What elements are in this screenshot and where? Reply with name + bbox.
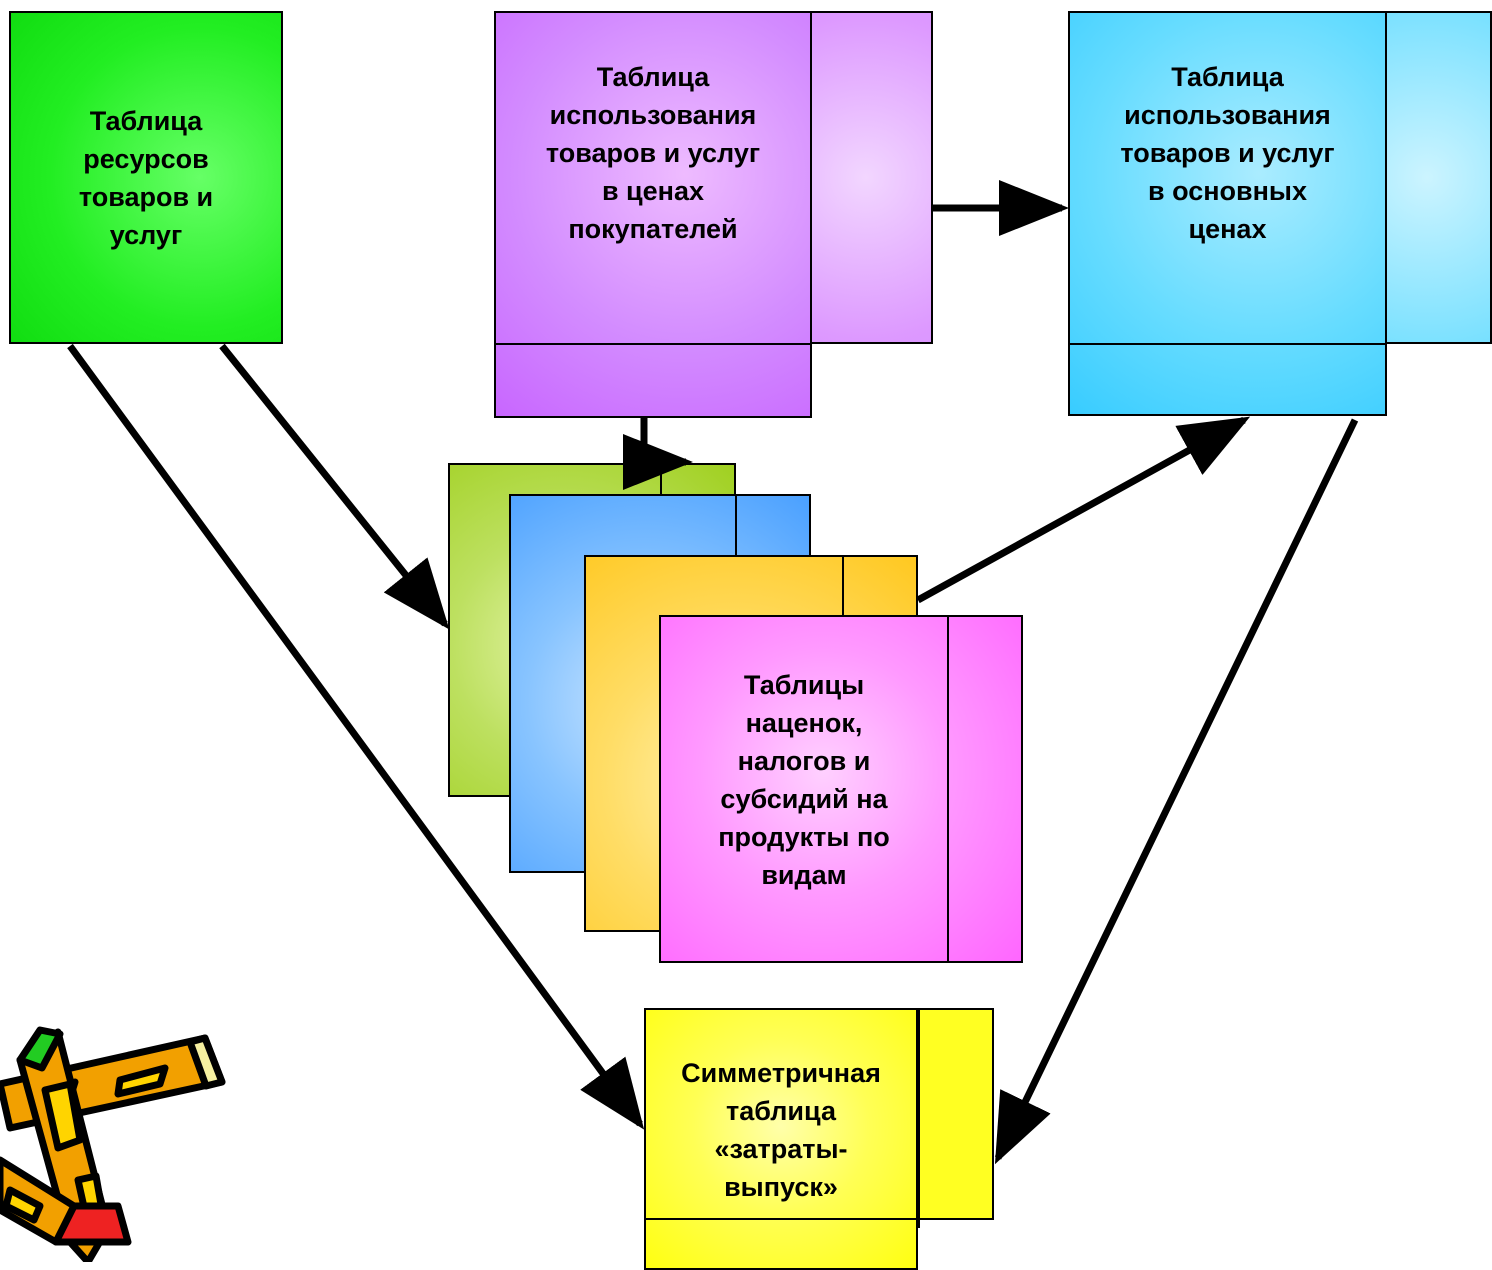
symmetric-table-box: Симметричная таблица «затраты- выпуск» <box>644 1008 920 1270</box>
resources-table-label: Таблица ресурсов товаров и услуг <box>78 105 214 250</box>
pencils-clipart-icon <box>0 1026 226 1262</box>
arrow-resources-to-margins <box>219 343 450 630</box>
arrow-purchaser-to-margins <box>623 418 693 490</box>
use-purchaser-table-box: Таблица использования товаров и услуг в … <box>494 11 812 418</box>
use-basic-table-label: Таблица использования товаров и услуг в … <box>1120 62 1335 244</box>
arrow-basic-to-symmetric <box>994 418 1359 1165</box>
use-basic-table-box: Таблица использования товаров и услуг в … <box>1068 11 1387 416</box>
symmetric-table-label: Симметричная таблица «затраты- выпуск» <box>681 1058 881 1202</box>
arrow-resources-to-symmetric <box>67 343 645 1130</box>
use-purchaser-table-label: Таблица использования товаров и услуг в … <box>545 62 761 244</box>
margins-table-label: Таблицы наценок, налогов и субсидий на п… <box>718 670 890 890</box>
arrow-margins-to-basic <box>916 416 1251 604</box>
margins-table-box: Таблицы наценок, налогов и субсидий на п… <box>659 615 1023 963</box>
resources-table-box: Таблица ресурсов товаров и услуг <box>9 11 283 344</box>
